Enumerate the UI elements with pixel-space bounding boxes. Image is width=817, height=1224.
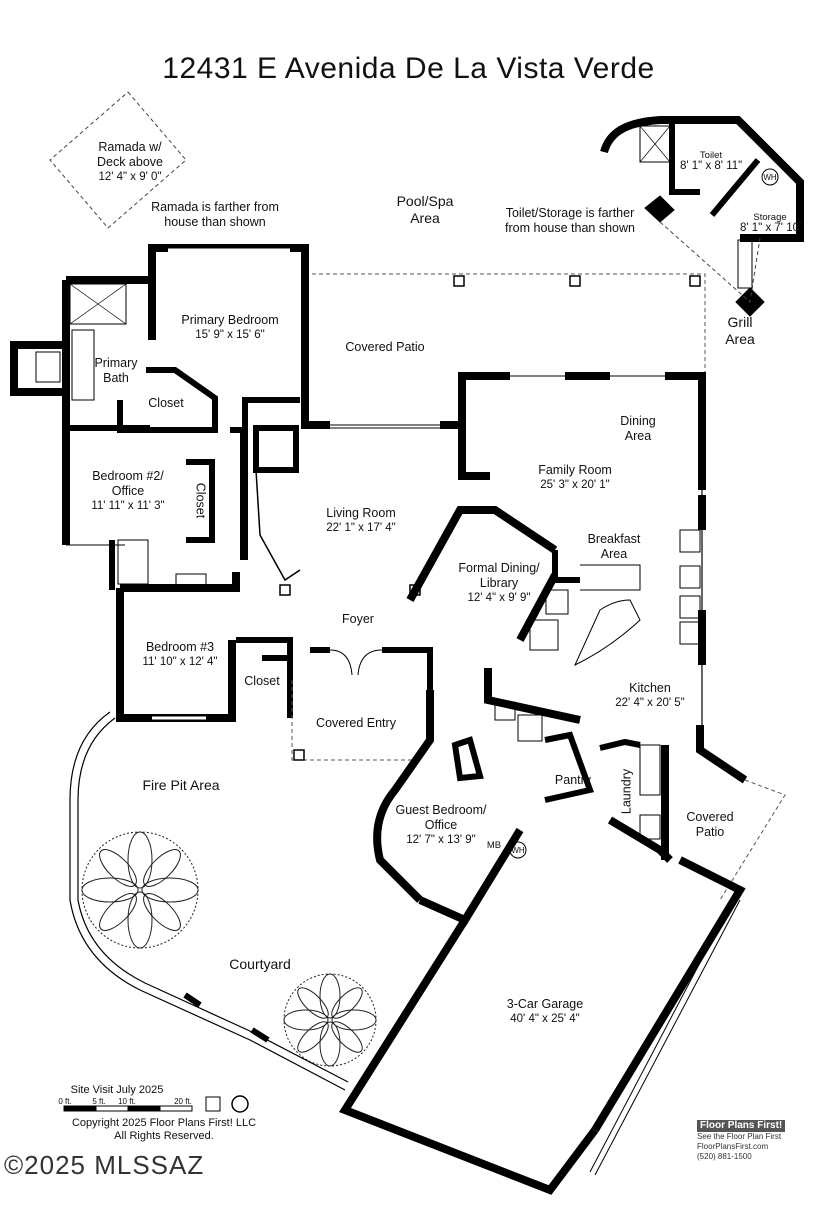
covered-patio-top-label: Covered Patio	[345, 340, 425, 354]
toilet-note: Toilet/Storage is farther from house tha…	[505, 206, 635, 235]
equal-housing-icon	[205, 1096, 221, 1112]
brand-url: FloorPlansFirst.com	[697, 1142, 769, 1151]
fireplace	[253, 425, 299, 473]
ramada-note: Ramada is farther from house than shown	[151, 200, 279, 229]
scale-tick-20: 20 ft.	[174, 1097, 192, 1106]
foyer-label: Foyer	[342, 612, 374, 626]
outbuilding-diag-wall	[709, 158, 761, 217]
covered-patio-right-label: Covered Patio	[686, 810, 734, 839]
closet-b3-label: Closet	[244, 674, 280, 688]
outbuilding-shower	[639, 125, 671, 163]
laundry-label: Laundry	[619, 768, 634, 815]
brand-block: Floor Plans First! See the Floor Plan Fi…	[697, 1120, 786, 1162]
north-arrow-icon	[231, 1095, 249, 1113]
tree-left	[81, 831, 199, 949]
wh-outbuilding-label: WH	[763, 173, 777, 182]
tree-right	[283, 973, 377, 1067]
outbuilding-wall	[600, 116, 804, 242]
guest-bedroom-wall	[373, 690, 434, 903]
bath-outcrop-wall	[10, 341, 66, 396]
covered-patio-right-outline	[719, 779, 786, 901]
outbuilding-inner-wall	[669, 124, 700, 195]
covered-entry-outline	[291, 680, 420, 761]
formal-dining-wall	[406, 506, 558, 602]
mb-label: MB	[486, 840, 502, 851]
brand-tagline: See the Floor Plan First	[697, 1132, 782, 1141]
fire-pit-label: Fire Pit Area	[142, 777, 220, 793]
scale-tick-0: 0 ft.	[58, 1097, 72, 1106]
courtyard-label: Courtyard	[229, 956, 291, 972]
kitchen-island	[573, 599, 641, 667]
ramada-label: Ramada w/ Deck above 12' 4" x 9' 0"	[96, 140, 163, 183]
pool-label: Pool/Spa Area	[396, 193, 454, 226]
closet-b2-label: Closet	[193, 482, 208, 519]
primary-closet-wall	[117, 367, 218, 433]
primary-bath-label: Primary Bath	[94, 356, 138, 385]
family-room-wall	[440, 372, 510, 429]
site-visit: Site Visit July 2025	[70, 1084, 164, 1096]
wh-label: WH	[511, 846, 525, 855]
ramada-outline	[49, 91, 187, 229]
covered-entry-label: Covered Entry	[316, 716, 396, 730]
brand-logo: Floor Plans First!	[697, 1120, 786, 1132]
primary-closet-label: Closet	[148, 396, 184, 410]
scale-tick-5: 5 ft.	[92, 1097, 106, 1106]
courtyard-wall	[69, 711, 346, 1091]
grill-label: Grill Area	[725, 314, 755, 347]
outbuilding-dashed-link	[659, 221, 761, 303]
dining-label: Dining Area	[620, 414, 656, 443]
copyright: Copyright 2025 Floor Plans First! LLC Al…	[71, 1117, 257, 1142]
watermark: ©2025 MLSSAZ	[4, 1150, 205, 1180]
pantry-wall	[544, 731, 594, 803]
scale-bar	[63, 1105, 193, 1112]
garage-wall	[339, 917, 599, 1195]
scale-tick-10: 10 ft.	[118, 1097, 136, 1106]
breakfast-label: Breakfast Area	[587, 532, 641, 561]
page-title: 12431 E Avenida De La Vista Verde	[162, 52, 655, 85]
brand-phone: (520) 881-1500	[697, 1152, 752, 1161]
pantry-label: Pantry	[554, 773, 592, 787]
